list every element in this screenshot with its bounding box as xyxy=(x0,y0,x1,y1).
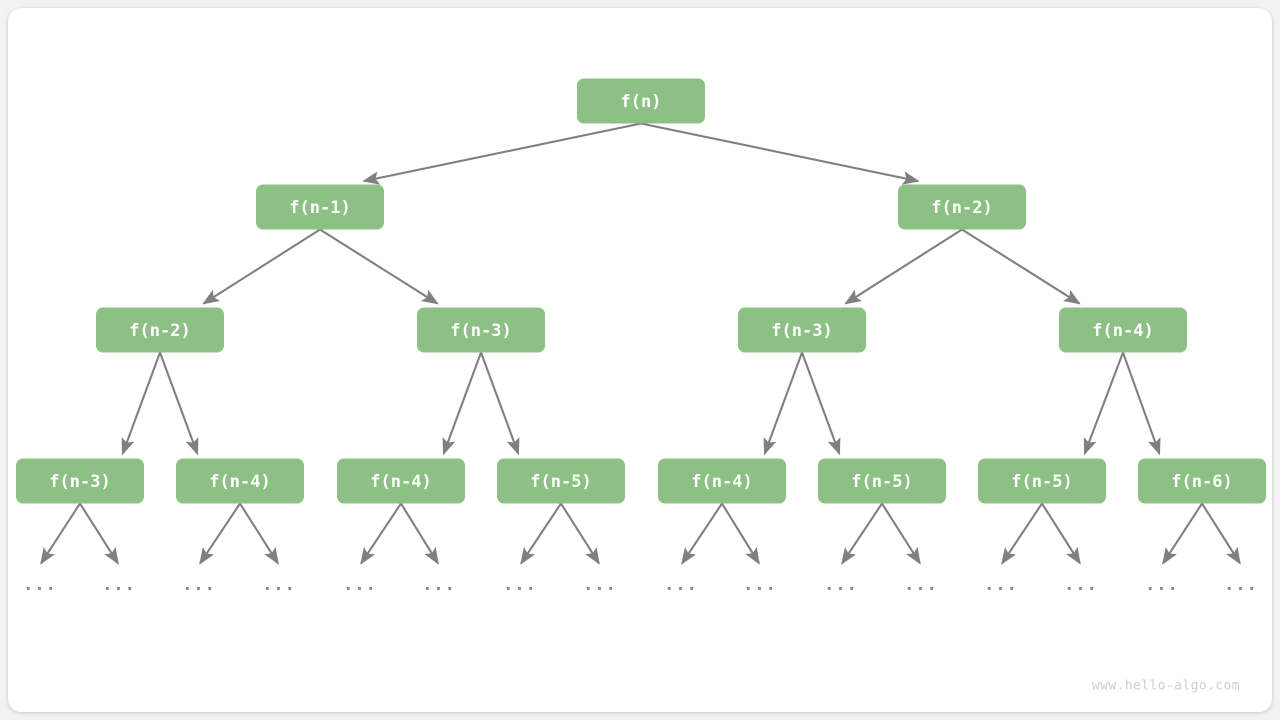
tree-node-box xyxy=(16,458,144,504)
ellipsis-marker: ... xyxy=(182,575,216,595)
tree-node-label: f(n-3) xyxy=(450,321,511,341)
tree-node[interactable]: f(n) xyxy=(577,78,705,124)
tree-node-label: f(n-4) xyxy=(209,472,270,492)
tree-edge xyxy=(1122,352,1161,456)
tree-node[interactable]: f(n-4) xyxy=(176,458,304,504)
tree-node-box xyxy=(978,458,1106,504)
edges-layer xyxy=(121,122,1161,456)
tree-edge xyxy=(202,228,321,305)
ellipsis-marker: ... xyxy=(23,575,57,595)
leaf-edge xyxy=(1001,502,1043,565)
tree-node-box xyxy=(738,307,866,353)
tree-node[interactable]: f(n-1) xyxy=(256,184,384,230)
tree-node-label: f(n) xyxy=(621,92,662,112)
tree-node[interactable]: f(n-5) xyxy=(818,458,946,504)
leaf-edge xyxy=(40,502,81,565)
tree-node-label: f(n-2) xyxy=(931,198,992,218)
ellipsis-marker: ... xyxy=(343,575,377,595)
tree-node[interactable]: f(n-2) xyxy=(96,307,224,353)
ellipsis-marker: ... xyxy=(422,575,456,595)
tree-node-box xyxy=(256,184,384,230)
tree-node-box xyxy=(96,307,224,353)
nodes-layer: f(n) f(n-1) f(n-2) f(n-2) f(n-3) f(n-3) f(n-4)… xyxy=(16,78,1266,504)
ellipsis-marker: ... xyxy=(262,575,296,595)
tree-edge xyxy=(801,352,841,456)
ellipsis-marker: ... xyxy=(664,575,698,595)
tree-node-label: f(n-2) xyxy=(129,321,190,341)
tree-node-label: f(n-6) xyxy=(1171,472,1232,492)
ellipsis-marker: ... xyxy=(503,575,537,595)
leaf-edge xyxy=(199,502,241,565)
tree-node-box xyxy=(818,458,946,504)
ellipsis-layer: ........................................… xyxy=(23,575,1258,595)
tree-edge xyxy=(640,122,920,185)
tree-node-box xyxy=(337,458,465,504)
ellipsis-marker: ... xyxy=(102,575,136,595)
leaf-edge xyxy=(1041,502,1081,565)
tree-edge xyxy=(121,352,161,456)
tree-edge xyxy=(763,352,803,456)
tree-node[interactable]: f(n-5) xyxy=(978,458,1106,504)
leaf-edge xyxy=(520,502,562,565)
watermark-label: www.hello-algo.com xyxy=(1092,679,1240,694)
tree-node-label: f(n-4) xyxy=(1092,321,1153,341)
leaf-edge xyxy=(400,502,439,565)
ellipsis-marker: ... xyxy=(743,575,777,595)
tree-node-box xyxy=(577,78,705,124)
tree-node-label: f(n-1) xyxy=(289,198,350,218)
tree-edge xyxy=(961,228,1081,305)
tree-edge xyxy=(480,352,520,456)
tree-node-label: f(n-5) xyxy=(1011,472,1072,492)
tree-node[interactable]: f(n-4) xyxy=(337,458,465,504)
tree-node[interactable]: f(n-3) xyxy=(417,307,545,353)
tree-edge xyxy=(319,228,439,305)
leaf-edge xyxy=(681,502,723,565)
diagram-card xyxy=(8,8,1272,712)
leaf-edge xyxy=(1162,502,1203,565)
tree-node-box xyxy=(658,458,786,504)
leaf-edge xyxy=(881,502,921,565)
tree-node-box xyxy=(497,458,625,504)
tree-edge xyxy=(844,228,963,305)
ellipsis-marker: ... xyxy=(583,575,617,595)
tree-node-box xyxy=(1059,307,1187,353)
leaf-edge xyxy=(841,502,883,565)
tree-node-label: f(n-4) xyxy=(370,472,431,492)
ellipsis-marker: ... xyxy=(1224,575,1258,595)
tree-edge xyxy=(362,122,642,185)
ellipsis-marker: ... xyxy=(904,575,938,595)
tree-node-box xyxy=(176,458,304,504)
tree-node[interactable]: f(n-5) xyxy=(497,458,625,504)
tree-node-label: f(n-5) xyxy=(530,472,591,492)
tree-node-label: f(n-3) xyxy=(49,472,110,492)
leaf-edge xyxy=(1201,502,1241,565)
tree-node[interactable]: f(n-4) xyxy=(658,458,786,504)
ellipsis-marker: ... xyxy=(824,575,858,595)
tree-node-label: f(n-5) xyxy=(851,472,912,492)
tree-edge xyxy=(1083,352,1124,456)
ellipsis-marker: ... xyxy=(1064,575,1098,595)
tree-node[interactable]: f(n-4) xyxy=(1059,307,1187,353)
leaf-edges-layer xyxy=(40,502,1241,565)
leaf-edge xyxy=(239,502,279,565)
tree-node-box xyxy=(417,307,545,353)
ellipsis-marker: ... xyxy=(1145,575,1179,595)
leaf-edge xyxy=(360,502,402,565)
tree-node-label: f(n-3) xyxy=(771,321,832,341)
tree-node-box xyxy=(1138,458,1266,504)
leaf-edge xyxy=(721,502,760,565)
tree-node-label: f(n-4) xyxy=(691,472,752,492)
tree-edge xyxy=(159,352,199,456)
tree-node[interactable]: f(n-2) xyxy=(898,184,1026,230)
tree-node[interactable]: f(n-6) xyxy=(1138,458,1266,504)
tree-node[interactable]: f(n-3) xyxy=(738,307,866,353)
tree-edge xyxy=(442,352,482,456)
leaf-edge xyxy=(79,502,119,565)
tree-node[interactable]: f(n-3) xyxy=(16,458,144,504)
tree-node-box xyxy=(898,184,1026,230)
ellipsis-marker: ... xyxy=(984,575,1018,595)
leaf-edge xyxy=(560,502,600,565)
